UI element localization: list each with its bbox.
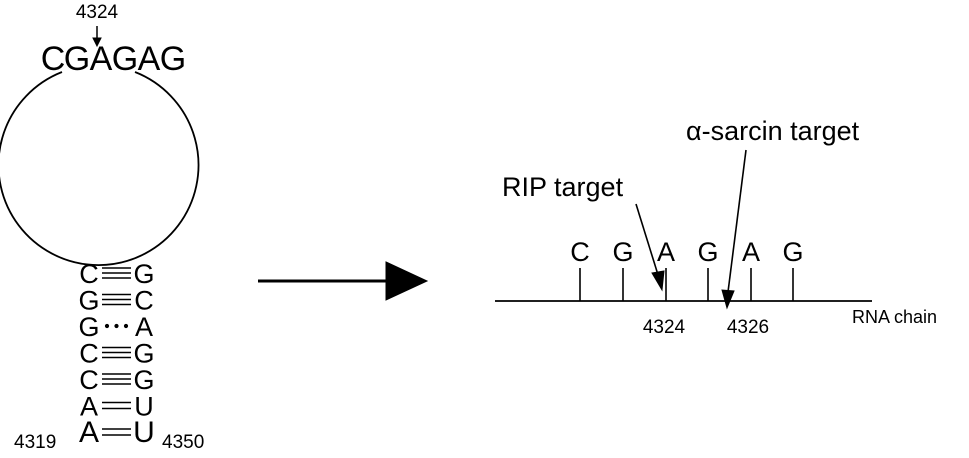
loop-top-number: 4324 <box>76 2 119 23</box>
loop-base: G <box>64 40 90 78</box>
base-pair-bond <box>102 373 131 385</box>
sarcin-target-pointer <box>727 149 747 293</box>
base-pair-bond <box>102 267 131 279</box>
loop-top-pointer-head <box>92 37 102 48</box>
base-pair-bond <box>102 428 131 436</box>
base-pair-bond <box>102 346 131 359</box>
transition-arrow <box>258 261 429 301</box>
stem-left-base: A <box>79 416 99 449</box>
stem-left-base: C <box>79 339 99 369</box>
base-pair-bond <box>102 293 131 306</box>
chain-base: A <box>657 237 675 267</box>
position-number-4326: 4326 <box>727 317 769 338</box>
chain-base: G <box>697 237 718 267</box>
loop-base: G <box>160 40 186 78</box>
stem-left-base: C <box>79 365 99 395</box>
stem-right-base: U <box>134 392 154 422</box>
stem-right-base: U <box>133 416 155 449</box>
stem-right-base: G <box>133 365 154 395</box>
base-pair-bond <box>104 323 129 329</box>
chain-base: A <box>742 237 760 267</box>
rip-target-arrowhead <box>651 270 665 292</box>
position-number-4324: 4324 <box>643 317 686 338</box>
stem-left-base: A <box>80 392 98 422</box>
sarcin-target-label: α-sarcin target <box>686 116 860 146</box>
rip-target-pointer <box>635 203 660 279</box>
sarcin-target-arrowhead <box>721 289 735 310</box>
loop-base: G <box>112 40 138 78</box>
stem-left-base: G <box>78 286 99 316</box>
chain-base: G <box>782 237 803 267</box>
loop-base: A <box>90 40 113 78</box>
base-pair-bond <box>102 401 131 410</box>
chain-base: G <box>612 237 633 267</box>
stem-left-number: 4319 <box>14 432 56 453</box>
rip-target-label: RIP target <box>502 172 624 202</box>
chain-base: C <box>570 237 590 267</box>
stem-left-base: C <box>79 259 99 289</box>
stem-right-base: G <box>133 339 154 369</box>
stem-right-base: G <box>133 259 154 289</box>
rna-chain-label: RNA chain <box>852 307 937 327</box>
loop-base: A <box>138 40 161 78</box>
stem-right-base: C <box>134 286 154 316</box>
stem-right-base: A <box>135 312 153 342</box>
stem-right-number: 4350 <box>162 432 204 453</box>
loop-arc <box>0 71 200 266</box>
stem-left-base: G <box>78 312 99 342</box>
